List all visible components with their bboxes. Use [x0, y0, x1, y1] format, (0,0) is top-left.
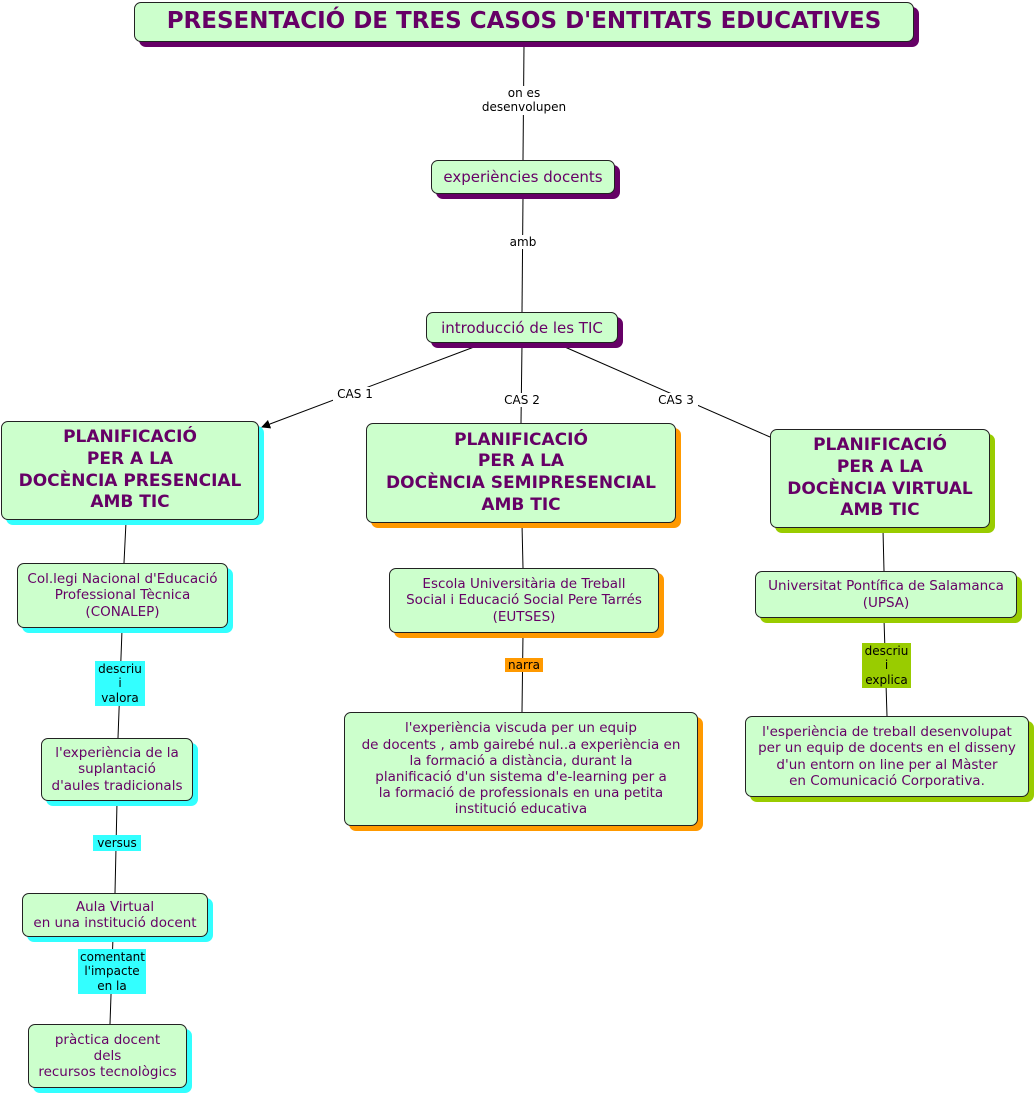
node-upsa: Universitat Pontífica de Salamanca (UPSA…	[755, 571, 1017, 618]
node-planificacio-presencial: PLANIFICACIÓ PER A LA DOCÈNCIA PRESENCIA…	[1, 421, 259, 520]
concept-map-title: PRESENTACIÓ DE TRES CASOS D'ENTITATS EDU…	[134, 2, 914, 42]
node-experiencia-eutses: l'experiència viscuda per un equip de do…	[344, 712, 698, 826]
link-label-amb: amb	[506, 235, 540, 250]
line-introduccio-cas1	[261, 343, 483, 429]
node-introduccio-tic: introducció de les TIC	[426, 312, 618, 343]
line-eutses-experiencia	[521, 633, 524, 713]
link-label-cas1: CAS 1	[333, 387, 377, 402]
line-introduccio-cas3	[557, 343, 771, 438]
node-eutses: Escola Universitària de Treball Social i…	[389, 568, 659, 633]
node-experiencies-docents: experiències docents	[431, 160, 615, 194]
link-label-descriu-valora: descriu i valora	[95, 661, 145, 707]
link-label-cas3: CAS 3	[654, 393, 698, 408]
node-practica-docent: pràctica docent dels recursos tecnològic…	[28, 1024, 187, 1088]
line-virtual-upsa	[882, 529, 885, 572]
link-label-narra: narra	[505, 658, 543, 673]
node-aula-virtual: Aula Virtual en una institució docent	[22, 893, 208, 937]
link-label-comentant: comentant l'impacte en la	[78, 949, 146, 995]
link-label-versus: versus	[93, 835, 141, 852]
link-label-on-es-desenvolupen: on es desenvolupen	[478, 86, 570, 115]
line-presencial-conalep	[123, 521, 127, 564]
line-introduccio-cas2	[520, 343, 523, 424]
line-experiencies-introduccio	[521, 195, 524, 313]
link-label-cas2: CAS 2	[500, 393, 544, 408]
link-label-descriu-explica: descriu i explica	[862, 643, 911, 689]
line-semipresencial-eutses	[521, 523, 524, 569]
node-conalep: Col.legi Nacional d'Educació Professiona…	[17, 563, 228, 628]
node-planificacio-virtual: PLANIFICACIÓ PER A LA DOCÈNCIA VIRTUAL A…	[770, 429, 990, 528]
node-planificacio-semipresencial: PLANIFICACIÓ PER A LA DOCÈNCIA SEMIPRESE…	[366, 423, 676, 523]
node-experiencia-upsa: l'esperiència de treball desenvolupat pe…	[745, 716, 1029, 797]
node-suplantacio-aules: l'experiència de la suplantació d'aules …	[41, 738, 193, 801]
